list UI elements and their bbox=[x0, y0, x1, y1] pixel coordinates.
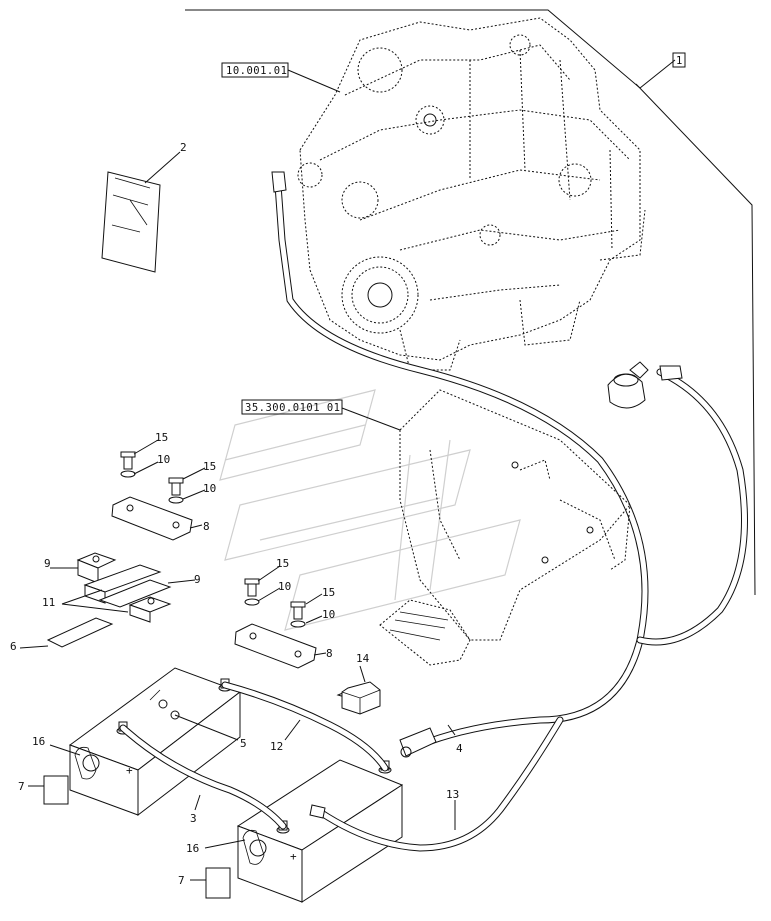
callout-8b: 8 bbox=[326, 647, 333, 660]
clamp-group-upper: 15 10 15 10 8 bbox=[111, 431, 216, 541]
callout-5-group: 5 bbox=[174, 714, 247, 750]
manual-booklet: 2 bbox=[101, 141, 187, 273]
callout-15a: 15 bbox=[155, 431, 168, 444]
assembly-reference[interactable]: 1 bbox=[672, 52, 686, 68]
pad-group: 9 9 11 6 bbox=[10, 552, 201, 653]
callout-5: 5 bbox=[240, 737, 247, 750]
bracket-reference[interactable]: 35.300.0101 01 bbox=[241, 399, 401, 431]
callout-15d: 15 bbox=[322, 586, 335, 599]
assembly-bracket-line bbox=[185, 9, 756, 596]
callout-10d: 10 bbox=[322, 608, 335, 621]
label-sticker-a: 7 bbox=[18, 775, 69, 805]
callout-3: 3 bbox=[190, 812, 197, 825]
assembly-ref-text: 1 bbox=[676, 55, 683, 67]
callout-13: 13 bbox=[446, 788, 459, 801]
callout-14: 14 bbox=[356, 652, 370, 665]
callout-9b: 9 bbox=[194, 573, 201, 586]
engine-reference[interactable]: 10.001.01 bbox=[221, 62, 341, 93]
callout-16a: 16 bbox=[32, 735, 45, 748]
watermark-logo bbox=[219, 389, 521, 631]
cable-12: 12 bbox=[221, 681, 389, 772]
callout-12: 12 bbox=[270, 740, 283, 753]
battery-1: + bbox=[68, 667, 242, 817]
battery-switch bbox=[607, 361, 748, 646]
callout-10c: 10 bbox=[278, 580, 291, 593]
label-sticker-b: 7 bbox=[178, 867, 231, 899]
callout-4: 4 bbox=[456, 742, 463, 755]
callout-10b: 10 bbox=[203, 482, 216, 495]
battery-bracket-structure bbox=[379, 389, 631, 666]
callout-9a: 9 bbox=[44, 557, 51, 570]
callout-7b: 7 bbox=[178, 874, 185, 887]
callout-15c: 15 bbox=[276, 557, 289, 570]
callout-2: 2 bbox=[180, 141, 187, 154]
callout-10a: 10 bbox=[157, 453, 170, 466]
terminal-cover: 14 bbox=[336, 652, 381, 715]
battery-1-plus: + bbox=[126, 764, 133, 777]
callout-16a-group: 16 bbox=[32, 735, 81, 756]
callout-6: 6 bbox=[10, 640, 17, 653]
cable-13: 13 bbox=[309, 716, 564, 852]
cable-3: 3 bbox=[119, 724, 287, 830]
callout-16b: 16 bbox=[186, 842, 199, 855]
callout-15b: 15 bbox=[203, 460, 216, 473]
clamp-group-lower: 15 10 15 10 8 bbox=[234, 557, 335, 669]
callout-7a: 7 bbox=[18, 780, 25, 793]
callout-11: 11 bbox=[42, 596, 55, 609]
callout-16b-group: 16 bbox=[186, 839, 246, 855]
cable-engine-to-battery: 4 bbox=[271, 171, 649, 758]
bracket-ref-text: 35.300.0101 01 bbox=[245, 402, 341, 414]
battery-2: + bbox=[236, 759, 404, 903]
engine-assembly bbox=[297, 17, 646, 371]
callout-8a: 8 bbox=[203, 520, 210, 533]
engine-ref-text: 10.001.01 bbox=[226, 65, 287, 77]
battery-2-plus: + bbox=[290, 850, 297, 863]
